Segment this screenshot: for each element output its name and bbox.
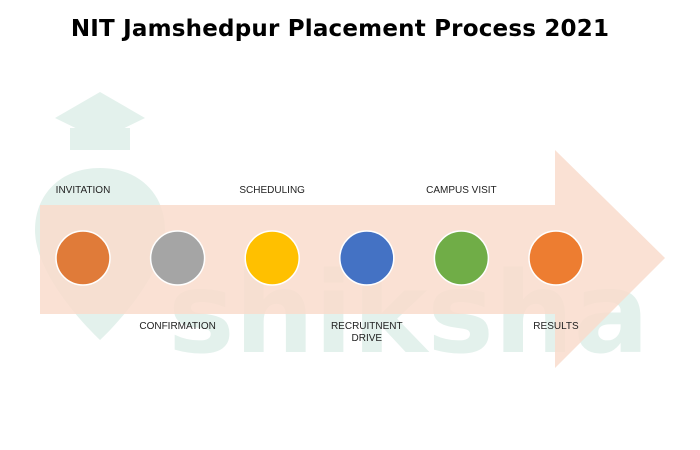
step-label-3: SCHEDULING [239, 185, 305, 196]
step-circle-1 [55, 230, 111, 286]
step-circle-2 [149, 230, 206, 286]
step-label-6: RESULTS [533, 321, 579, 332]
step-circle-3 [244, 230, 300, 286]
page-title: NIT Jamshedpur Placement Process 2021 [70, 16, 610, 42]
step-circle-4 [339, 230, 395, 286]
step-label-5: CAMPUS VISIT [426, 185, 497, 196]
step-label-1: INVITATION [55, 185, 111, 196]
step-label-2: CONFIRMATION [139, 321, 216, 332]
step-circle-6 [528, 230, 584, 286]
step-label-4: RECRUITNENT DRIVE [330, 321, 403, 344]
graduation-cap-base-icon [70, 128, 130, 150]
step-circle-5 [433, 230, 490, 286]
